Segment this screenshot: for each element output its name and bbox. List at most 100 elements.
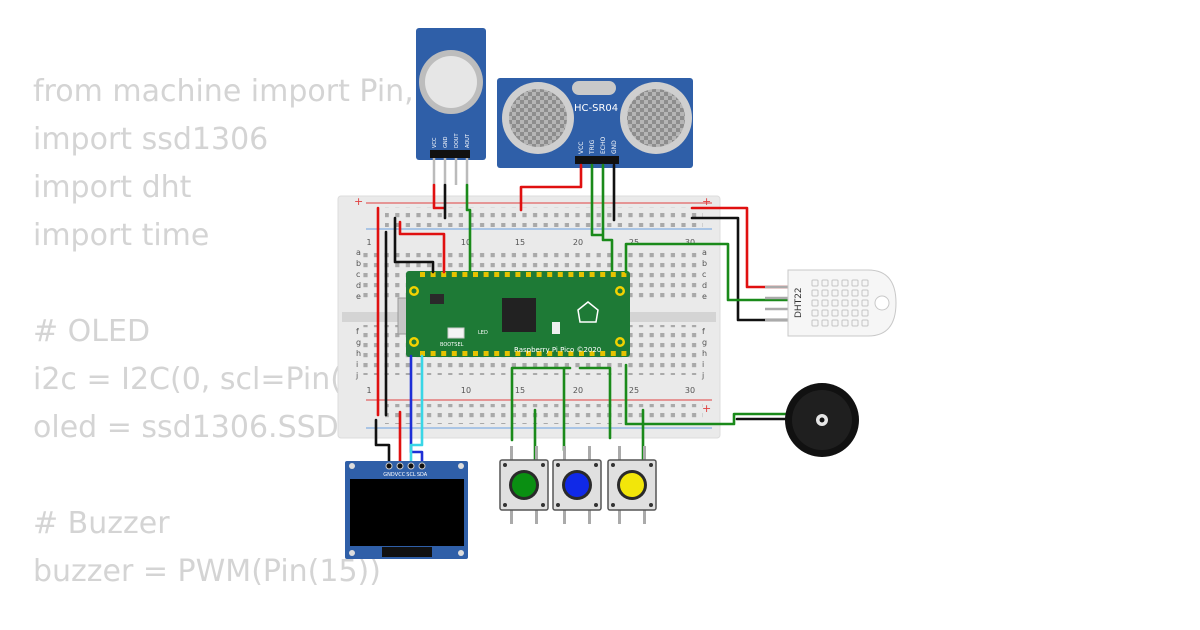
- pico-pin: [610, 351, 616, 356]
- dht-vent: [851, 279, 859, 287]
- oled-pin: [396, 462, 404, 470]
- row-letter: h: [702, 349, 707, 358]
- row-letter: j: [355, 371, 358, 380]
- dht-vent: [821, 319, 829, 327]
- ultrasonic-pin-label: TRIG: [589, 139, 596, 155]
- dht-vent: [841, 299, 849, 307]
- pico-pin: [526, 351, 531, 356]
- column-number: 1: [366, 238, 371, 247]
- button-cap[interactable]: [565, 473, 589, 497]
- dht-vent: [811, 279, 819, 287]
- dht-vent: [821, 299, 829, 307]
- code-line: import ssd1306: [33, 122, 269, 157]
- ultrasonic-pin-label: VCC: [578, 142, 585, 154]
- pico-pin: [462, 351, 468, 356]
- gas-pin-label: GND: [443, 136, 449, 148]
- column-number: 25: [629, 386, 639, 395]
- row-letter: f: [702, 327, 705, 336]
- row-letter: f: [356, 327, 359, 336]
- pico-pin: [600, 351, 606, 356]
- column-number: 20: [573, 238, 583, 247]
- oled-pin-label: VCC: [395, 472, 406, 478]
- column-number: 10: [461, 386, 471, 395]
- dht-vent: [831, 309, 839, 317]
- pico-pin: [600, 272, 606, 277]
- column-number: 30: [685, 386, 695, 395]
- pico-pin: [462, 272, 468, 277]
- push-button[interactable]: [552, 446, 602, 524]
- row-letter: g: [356, 338, 361, 347]
- pico-pin: [504, 351, 510, 356]
- pico-pin: [589, 351, 595, 356]
- row-letter: i: [702, 360, 704, 369]
- rail-plus-left: +: [354, 195, 363, 208]
- row-letter: b: [356, 259, 361, 268]
- row-letter: d: [702, 281, 707, 290]
- pico-pin: [441, 272, 447, 277]
- pico-pin: [420, 351, 425, 356]
- row-letter: j: [701, 371, 704, 380]
- column-number: 20: [573, 386, 583, 395]
- oled-pin-label: SDA: [417, 472, 428, 478]
- dht-vent: [811, 299, 819, 307]
- pico-pin: [451, 272, 457, 277]
- pico-pin: [579, 272, 584, 277]
- pico-pin: [547, 351, 553, 356]
- oled-pin: [418, 462, 426, 470]
- pico-pin: [589, 272, 595, 277]
- rail-plus-right: +: [702, 195, 711, 208]
- row-letter: h: [356, 349, 361, 358]
- dht-vent: [841, 279, 849, 287]
- dht-vent: [841, 309, 849, 317]
- gas-pin-label: VCC: [432, 137, 438, 148]
- column-number: 25: [629, 238, 639, 247]
- dht-vent: [861, 309, 869, 317]
- rail-plus-bottom: +: [702, 402, 711, 415]
- push-button[interactable]: [499, 446, 549, 524]
- dht-vent: [831, 299, 839, 307]
- raspberry-logo-icon: [577, 301, 599, 323]
- dht-vent: [851, 309, 859, 317]
- dht22-label: DHT22: [794, 287, 804, 318]
- pico-pin: [430, 351, 436, 356]
- dht-vent: [821, 289, 829, 297]
- pico-pin: [494, 351, 500, 356]
- row-letter: e: [702, 292, 707, 301]
- row-letter: b: [702, 259, 707, 268]
- dht-vent: [821, 309, 829, 317]
- pico-label: Raspberry Pi Pico ©2020: [514, 346, 601, 354]
- ultrasonic-pin-label: ECHO: [600, 137, 607, 154]
- column-number: 15: [515, 386, 525, 395]
- ultrasonic-pin-label: GND: [611, 140, 618, 154]
- pico-pin: [430, 272, 436, 277]
- pico-pin: [515, 351, 521, 356]
- oled-pin: [385, 462, 393, 470]
- code-line: import time: [33, 218, 210, 253]
- pico-bootsel-label: BOOTSEL: [440, 342, 464, 348]
- pico-pin: [504, 272, 510, 277]
- pico-pin: [494, 272, 500, 277]
- pico-pin: [483, 351, 489, 356]
- pico-pin: [579, 351, 584, 356]
- button-cap[interactable]: [620, 473, 644, 497]
- push-buttons: [499, 446, 657, 524]
- dht-vent: [861, 319, 869, 327]
- dht-vent: [811, 289, 819, 297]
- row-letter: d: [356, 281, 361, 290]
- button-cap[interactable]: [512, 473, 536, 497]
- pico-pin: [621, 272, 627, 277]
- oled-pin-label: SCL: [406, 472, 416, 478]
- code-line: import dht: [33, 170, 192, 205]
- push-button[interactable]: [607, 446, 657, 524]
- pico-board: Raspberry Pi Pico ©2020 BOOTSEL LED: [397, 271, 630, 357]
- pico-pin: [451, 351, 457, 356]
- pico-pin: [621, 351, 627, 356]
- pico-pin: [420, 272, 425, 277]
- pico-pin: [526, 272, 531, 277]
- row-letter: a: [702, 248, 707, 257]
